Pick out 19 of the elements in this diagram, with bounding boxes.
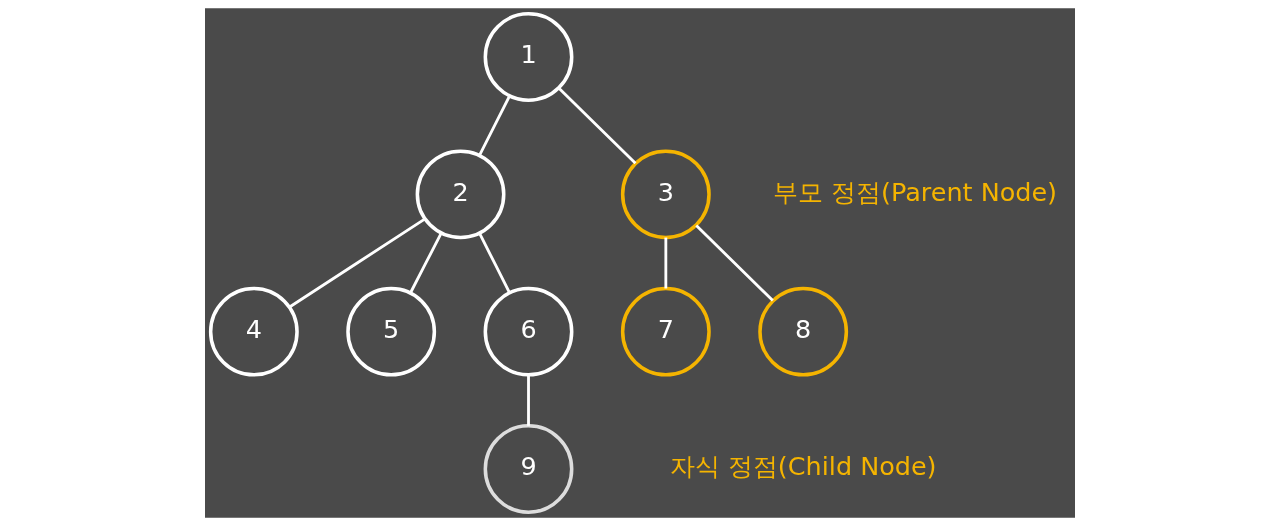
node-label: 부모 정점(Parent Node) xyxy=(772,176,1058,207)
node-circle: 4 xyxy=(208,286,299,377)
node-circle: 3 xyxy=(620,149,711,240)
node-circle: 8 xyxy=(758,286,849,377)
connector xyxy=(409,232,443,294)
connector xyxy=(478,232,511,294)
connector xyxy=(478,95,511,156)
label: 자식 정점(Child Node) xyxy=(669,451,937,482)
node-circle: 9 xyxy=(483,424,574,514)
node-circle: 1 xyxy=(483,12,574,102)
node-circle: 5 xyxy=(346,286,437,377)
connector xyxy=(664,237,668,289)
node-circle: 6 xyxy=(483,286,574,377)
node-circle: 2 xyxy=(415,149,506,240)
connector xyxy=(695,224,774,302)
connector xyxy=(558,87,637,165)
connector xyxy=(288,217,426,309)
connector xyxy=(527,374,530,426)
node-circle: 7 xyxy=(620,286,711,377)
